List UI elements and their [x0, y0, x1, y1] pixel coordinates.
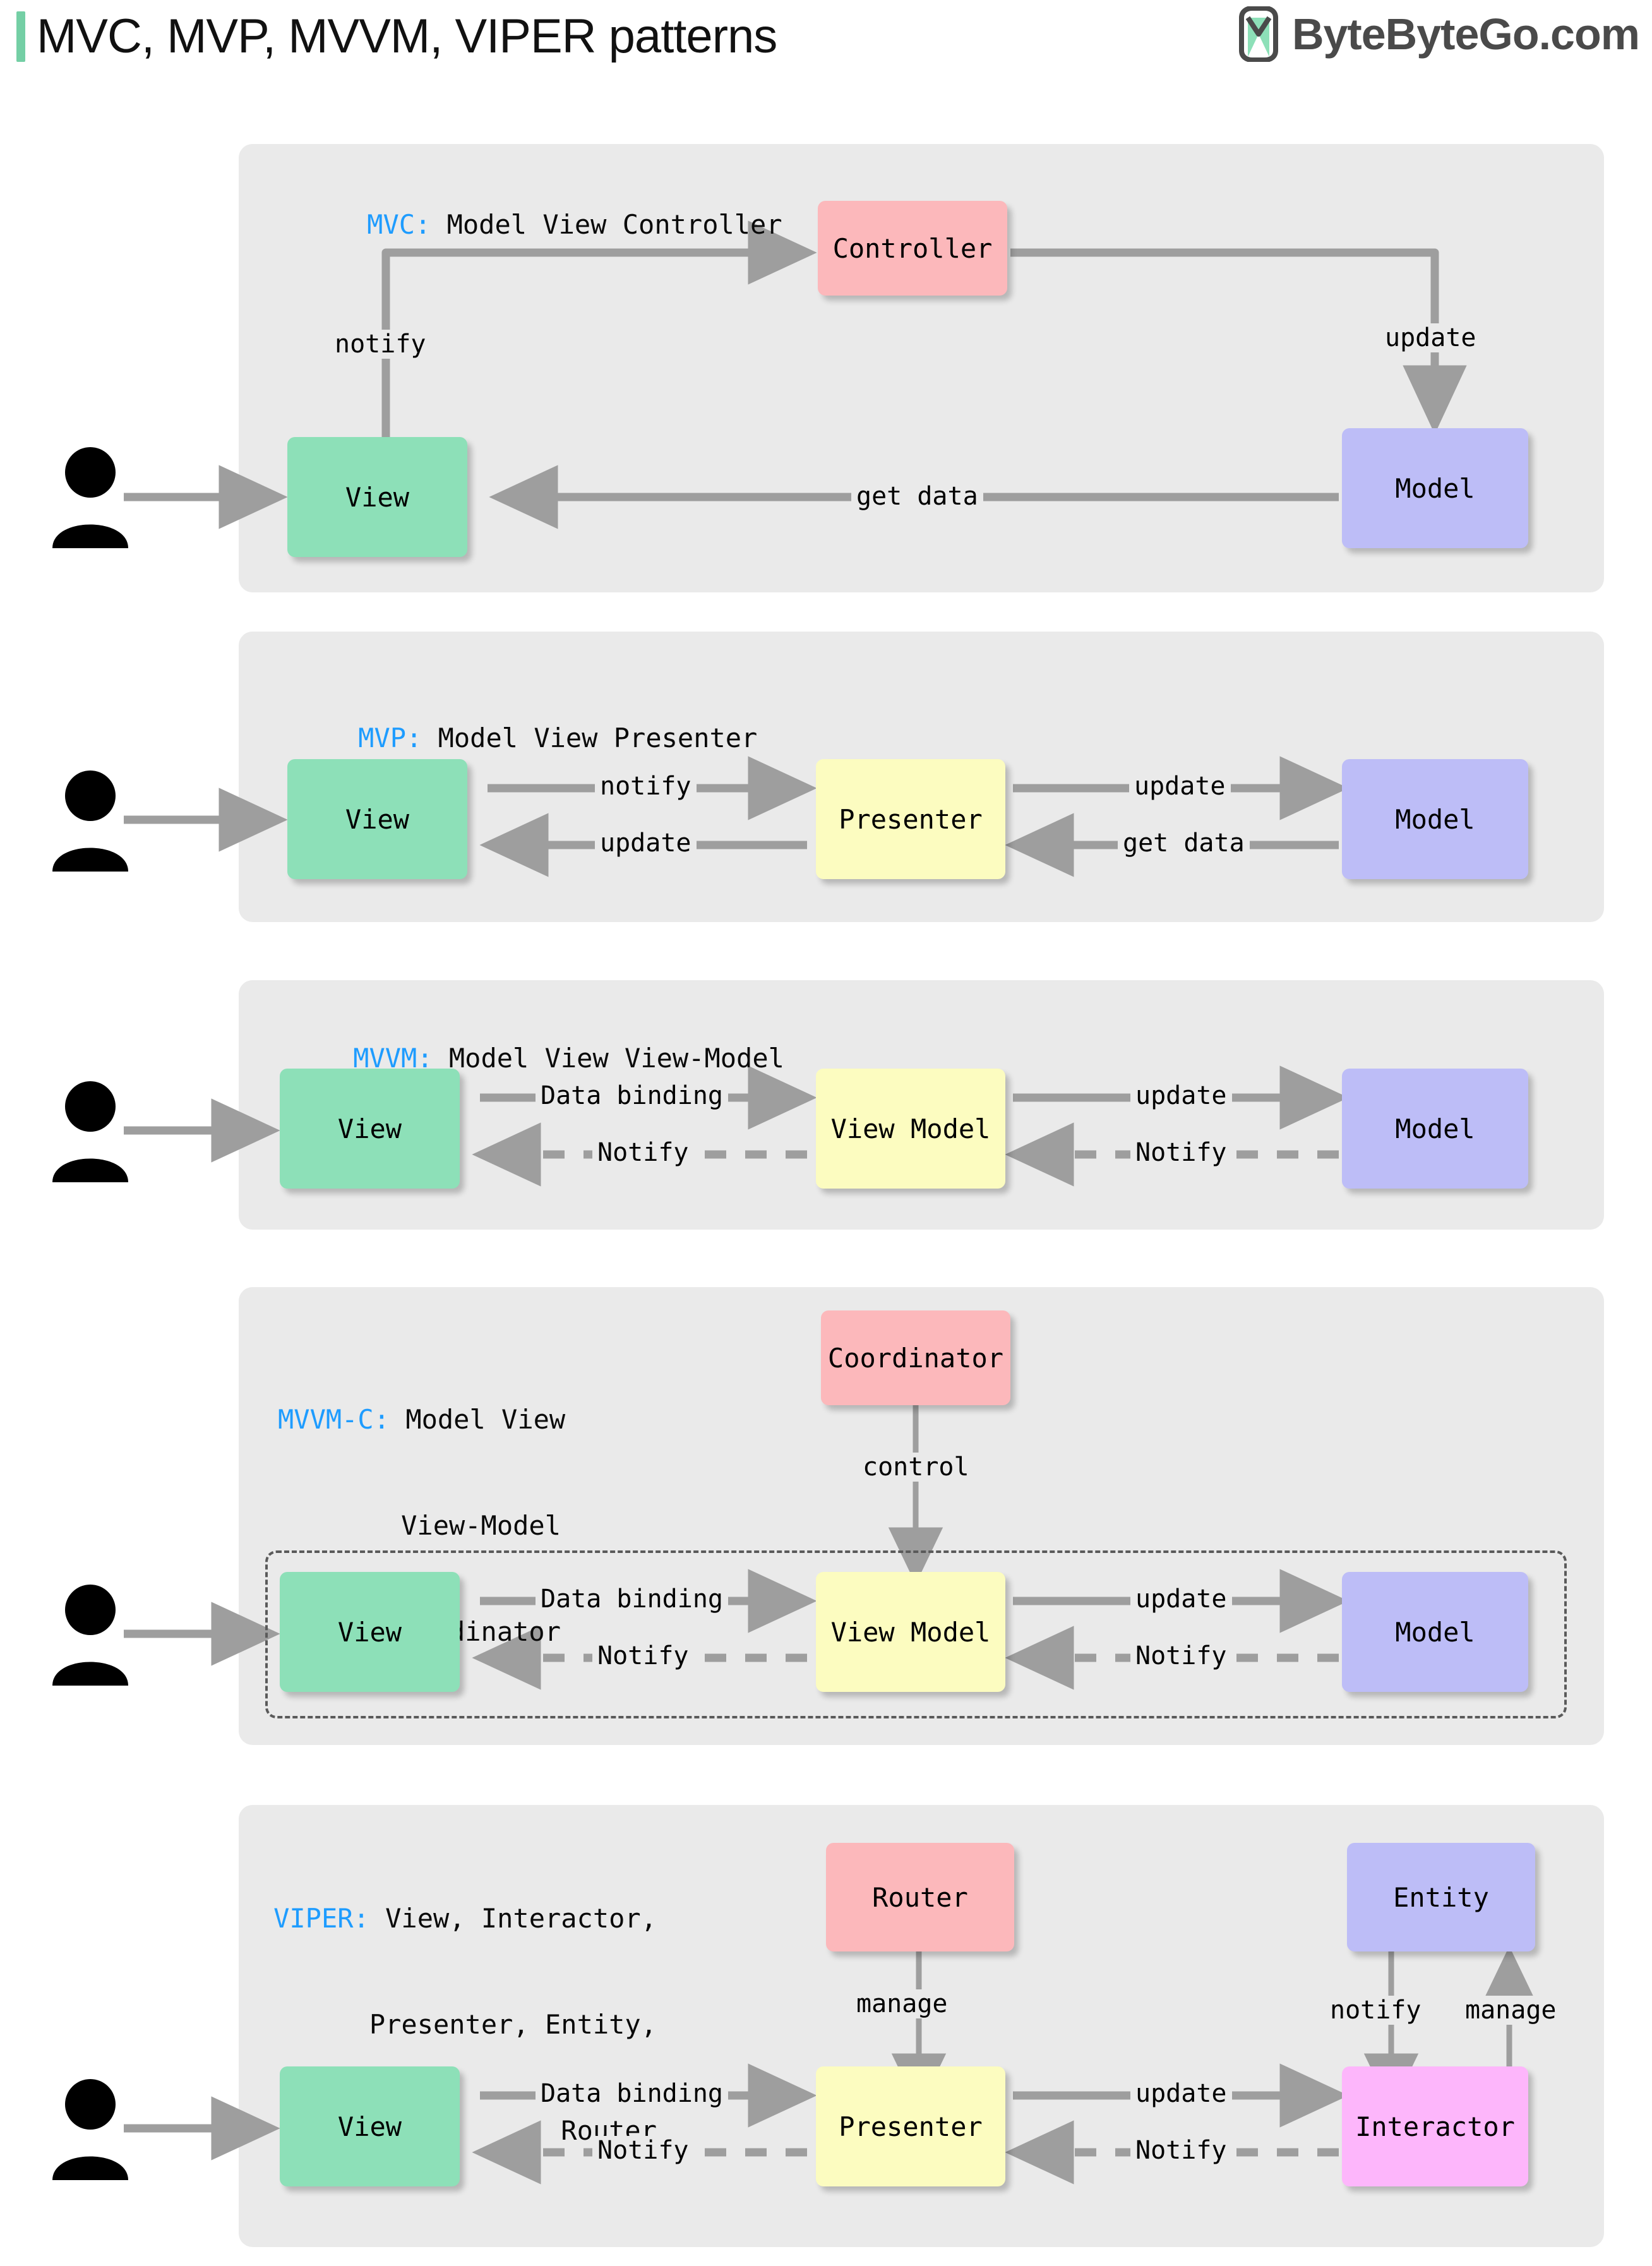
- edge-label-update-back-mvp: update: [595, 829, 697, 858]
- edge-label-databinding-mvvmc: Data binding: [536, 1585, 728, 1614]
- title-accent-bar: [16, 11, 25, 62]
- section-label-mvp: MVP: Model View Presenter: [294, 685, 757, 791]
- edge-label-manage-entity: manage: [1460, 1996, 1562, 2025]
- edge-label-update-mvvmc: update: [1130, 1585, 1232, 1614]
- user-icon: [52, 770, 128, 872]
- section-key-mvvm: MVVM:: [353, 1043, 433, 1074]
- brand-logo: ByteByteGo.com: [1235, 6, 1640, 62]
- page-title: MVC, MVP, MVVM, VIPER patterns: [37, 9, 777, 63]
- edge-label-notify-right-mvvmc: Notify: [1130, 1641, 1232, 1670]
- node-view-mvvmc[interactable]: View: [280, 1572, 460, 1692]
- node-model-mvc[interactable]: Model: [1342, 428, 1528, 548]
- edge-label-notify-left-mvvmc: Notify: [592, 1641, 694, 1670]
- edge-label-getdata-mvp: get data: [1118, 829, 1250, 858]
- node-presenter-mvp[interactable]: Presenter: [816, 759, 1005, 879]
- node-view-viper[interactable]: View: [280, 2066, 460, 2186]
- edge-label-notify-left-viper: Notify: [592, 2136, 694, 2165]
- node-model-mvp[interactable]: Model: [1342, 759, 1528, 879]
- node-controller[interactable]: Controller: [818, 201, 1007, 296]
- edge-label-update-mvc: update: [1380, 323, 1481, 352]
- node-presenter-viper[interactable]: Presenter: [816, 2066, 1005, 2186]
- node-router[interactable]: Router: [826, 1843, 1014, 1951]
- mvvm-group-boundary: [265, 1550, 1567, 1718]
- node-view-mvp[interactable]: View: [287, 759, 467, 879]
- edge-label-update-viper: update: [1130, 2079, 1232, 2108]
- edge-label-update-mvvm: update: [1130, 1081, 1232, 1110]
- brand-name: ByteByteGo.com: [1291, 9, 1640, 59]
- edge-label-update-mvp: update: [1129, 772, 1231, 801]
- section-title-viper-l2: Presenter, Entity,: [369, 2009, 657, 2040]
- edge-label-notify-right-viper: Notify: [1130, 2136, 1232, 2165]
- section-key-mvvmc: MVVM-C:: [278, 1404, 390, 1435]
- section-title-mvc: Model View Controller: [446, 209, 782, 240]
- section-key-mvc: MVC:: [367, 209, 431, 240]
- user-icon: [52, 2079, 128, 2180]
- edge-label-notify-right-mvvm: Notify: [1130, 1138, 1232, 1167]
- section-title-viper-l1: View, Interactor,: [385, 1903, 657, 1934]
- node-viewmodel-mvvm[interactable]: View Model: [816, 1069, 1005, 1189]
- edge-label-manage-router: manage: [851, 1989, 953, 2018]
- section-label-mvvm: MVVM: Model View View-Model: [289, 1005, 784, 1112]
- section-title-mvp: Model View Presenter: [438, 722, 758, 753]
- user-icon: [52, 1081, 128, 1182]
- node-coordinator[interactable]: Coordinator: [821, 1310, 1010, 1405]
- edge-label-notify-left-mvvm: Notify: [592, 1138, 694, 1167]
- node-interactor[interactable]: Interactor: [1342, 2066, 1528, 2186]
- edge-label-getdata-mvc: get data: [851, 482, 983, 511]
- node-entity[interactable]: Entity: [1347, 1843, 1535, 1951]
- section-label-viper: VIPER: View, Interactor, Presenter, Enti…: [265, 1830, 657, 2219]
- edge-label-notify-entity: notify: [1325, 1996, 1427, 2025]
- node-model-mvvm[interactable]: Model: [1342, 1069, 1528, 1189]
- node-viewmodel-mvvmc[interactable]: View Model: [816, 1572, 1005, 1692]
- section-title-mvvmc-l2: View-Model: [401, 1510, 561, 1541]
- bytebytego-logo-icon: [1238, 6, 1278, 62]
- section-title-mvvmc-l1: Model View: [405, 1404, 566, 1435]
- section-title-mvvm: Model View View-Model: [448, 1043, 784, 1074]
- node-model-mvvmc[interactable]: Model: [1342, 1572, 1528, 1692]
- edge-label-notify-mvp: notify: [595, 772, 697, 801]
- section-key-mvp: MVP:: [358, 722, 422, 753]
- edge-label-notify-mvc: notify: [330, 330, 431, 359]
- section-key-viper: VIPER:: [273, 1903, 369, 1934]
- edge-label-databinding-mvvm: Data binding: [536, 1081, 728, 1110]
- node-view-mvc[interactable]: View: [287, 437, 467, 557]
- user-icon: [52, 1585, 128, 1686]
- section-label-mvc: MVC: Model View Controller: [303, 172, 782, 278]
- edge-label-databinding-viper: Data binding: [536, 2079, 728, 2108]
- user-icon: [52, 447, 128, 548]
- node-view-mvvm[interactable]: View: [280, 1069, 460, 1189]
- edge-label-control-mvvmc: control: [858, 1453, 974, 1482]
